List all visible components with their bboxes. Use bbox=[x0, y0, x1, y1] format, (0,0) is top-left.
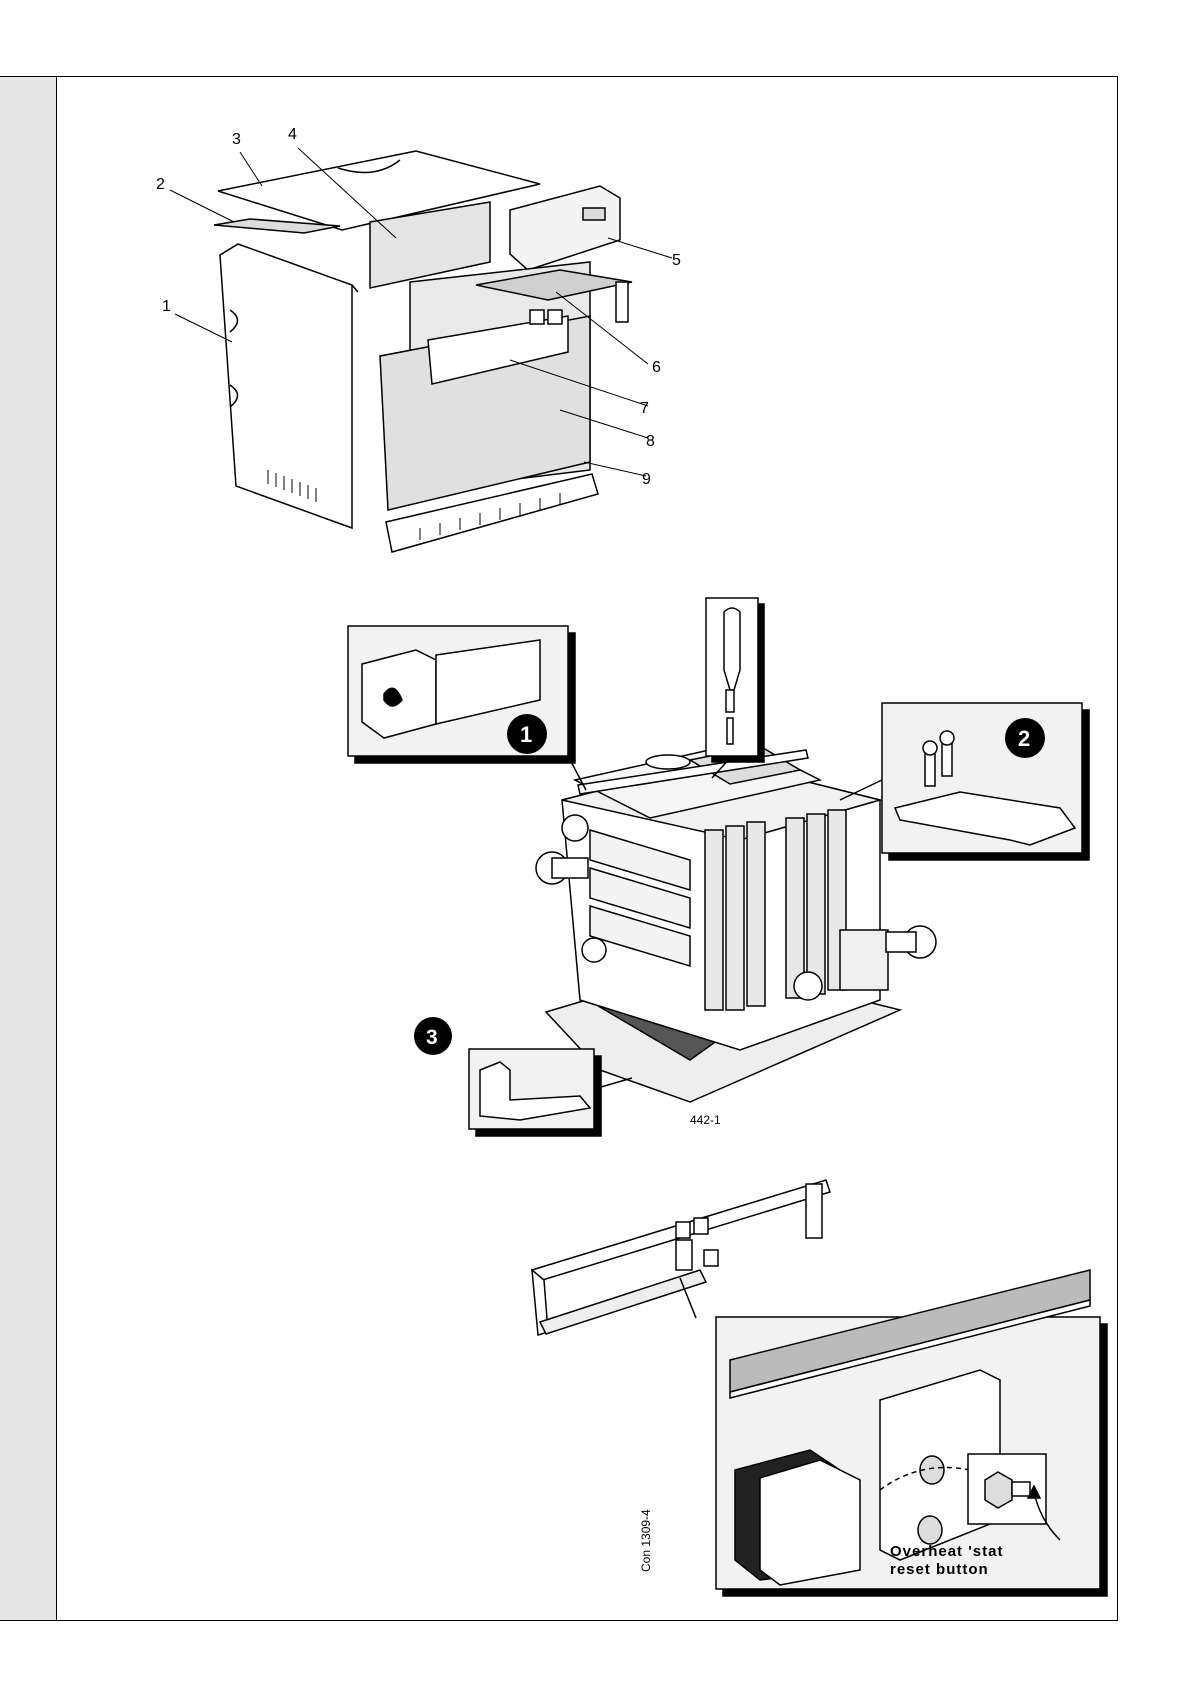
overheat-caption-line2: reset button bbox=[890, 1561, 989, 1578]
part-label: 8 bbox=[646, 433, 655, 450]
part-label: 7 bbox=[640, 400, 649, 417]
control-panel bbox=[510, 186, 620, 270]
overheat-caption-line1: Overheat 'stat bbox=[890, 1543, 1003, 1560]
screwdriver-inset bbox=[706, 598, 764, 778]
part-label: 1 bbox=[162, 298, 171, 315]
exploded-casing-figure bbox=[170, 148, 672, 552]
step-badge-text: 3 bbox=[426, 1026, 438, 1049]
screwdriver-icon bbox=[724, 608, 740, 690]
step-badge-text: 2 bbox=[1018, 726, 1030, 751]
figure-code: Con 1309-4 bbox=[639, 1509, 653, 1572]
part-label: 5 bbox=[672, 252, 681, 269]
control-strip-figure bbox=[532, 1180, 830, 1335]
side-panel bbox=[220, 244, 352, 528]
inset-clip-detail bbox=[348, 626, 586, 790]
reset-button-icon bbox=[985, 1472, 1012, 1508]
part-label: 2 bbox=[156, 176, 165, 193]
part-label: 9 bbox=[642, 471, 651, 488]
step-badge-text: 1 bbox=[520, 722, 532, 747]
part-label: 6 bbox=[652, 359, 661, 376]
boiler-heat-exchanger-figure bbox=[536, 742, 936, 1102]
small-figure-code: 442-1 bbox=[690, 1113, 721, 1127]
screw-icon bbox=[727, 718, 733, 744]
part-label: 3 bbox=[232, 131, 241, 148]
part-label: 4 bbox=[288, 126, 297, 143]
